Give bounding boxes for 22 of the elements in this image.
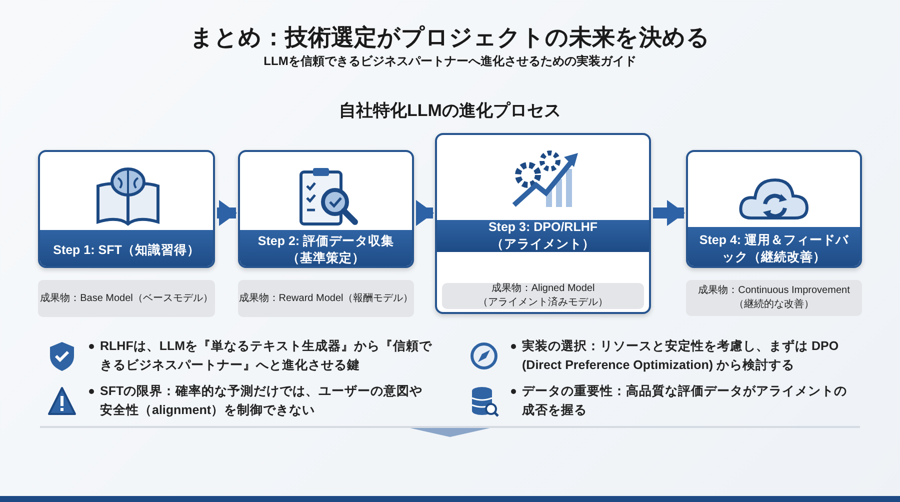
deliverable-box: 成果物：Aligned Model（アライメント済みモデル） [442, 283, 644, 309]
subtitle: LLMを信頼できるビジネスパートナーへ進化させるための実装ガイド [262, 53, 638, 70]
step-title: Step 2: 評価データ収集（基準策定） [240, 230, 412, 266]
bullet-text: 実装の選択：リソースと安定性を考慮し、まずは DPO (Direct Preference Optimization) から検討する [522, 338, 840, 374]
section-heading: 自社特化LLMの進化プロセス [338, 100, 562, 122]
step-title: Step 1: SFT（知識習得） [40, 230, 213, 266]
arrow [653, 200, 685, 226]
title: まとめ：技術選定がプロジェクトの未来を決める [189, 23, 711, 52]
deliverable-box: 成果物：Base Model（ベースモデル） [38, 280, 215, 317]
step-card [435, 133, 651, 314]
arrow [217, 200, 237, 226]
bullet-text: SFTの限界：確率的な予測だけでは、ユーザーの意図や安全性（alignment）を制御できない [100, 383, 424, 419]
step-title: Step 3: DPO/RLHF（アライメント） [437, 220, 649, 252]
bullet-text: データの重要性：高品質な評価データがアライメントの成否を握る [522, 383, 848, 419]
arrow [416, 200, 434, 226]
step-card [686, 150, 862, 268]
step-card [38, 150, 215, 268]
step-title: Step 4: 運用＆フィードバック（継続改善） [688, 227, 860, 266]
step-card [238, 150, 414, 268]
deliverable-box: 成果物：Reward Model（報酬モデル） [238, 280, 414, 317]
deliverable-box: 成果物：Continuous Improvement（継続的な改善） [686, 280, 862, 316]
bullet-text: RLHFは、LLMを『単なるテキスト生成器』から『信頼できるビジネスパートナー』へと進化させる鍵 [100, 338, 434, 374]
